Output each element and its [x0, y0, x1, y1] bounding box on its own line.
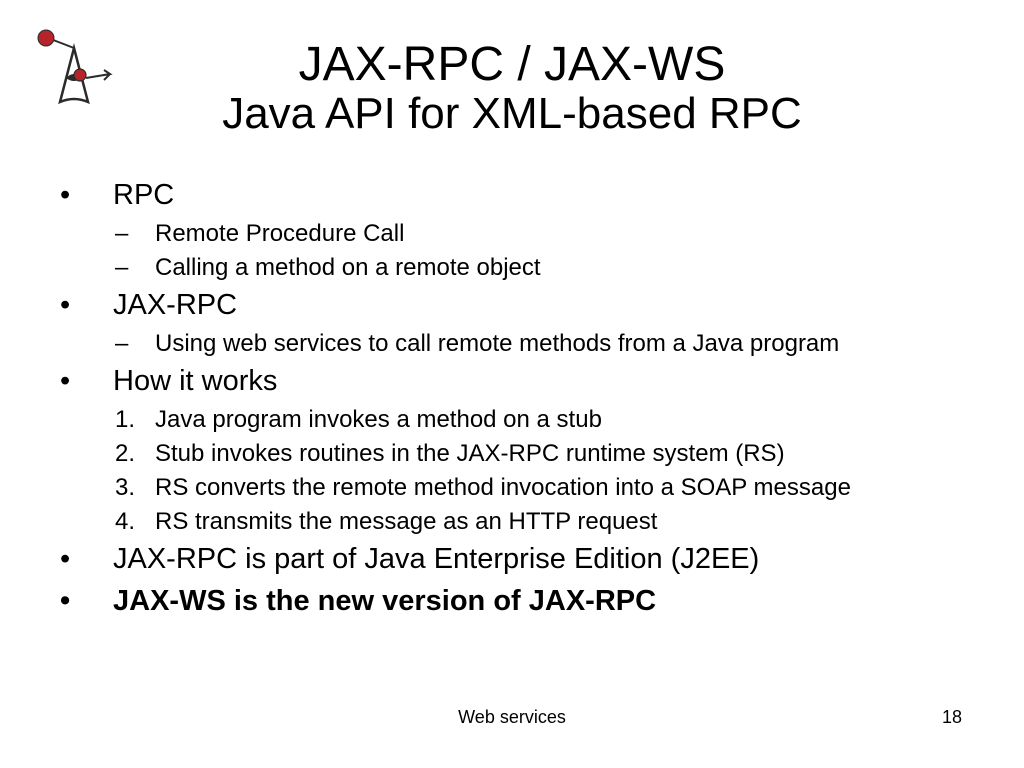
- bullet-marker: •: [60, 585, 71, 617]
- bullet-item: • JAX-RPC is part of Java Enterprise Edit…: [0, 542, 973, 576]
- bullet-marker: –: [115, 220, 129, 247]
- bullet-marker: 2.: [115, 440, 136, 467]
- sub-bullet-item: –Calling a method on a remote object: [0, 254, 895, 281]
- bullet-text: Java program invokes a method on a stub: [155, 406, 602, 433]
- bullet-item: • JAX-WS is the new version of JAX-RPC: [0, 584, 973, 618]
- sub-bullet-item: –Remote Procedure Call: [0, 220, 895, 247]
- bullet-text: RS transmits the message as an HTTP requ…: [155, 508, 658, 535]
- bullet-text: RPC: [113, 179, 175, 211]
- java-duke-icon: [37, 29, 113, 105]
- bullet-item: • JAX-RPC: [0, 288, 973, 322]
- bullet-text: Calling a method on a remote object: [155, 254, 541, 281]
- bullet-list: •RPC–Remote Procedure Call–Calling a met…: [0, 178, 1024, 626]
- bullet-text: JAX-RPC is part of Java Enterprise Editi…: [113, 543, 760, 575]
- bullet-marker: •: [60, 365, 71, 397]
- footer-text: Web services: [458, 707, 566, 727]
- sub-bullet-item: 3. RS converts the remote method invocati…: [0, 474, 895, 501]
- bullet-marker: –: [115, 330, 129, 357]
- sub-bullet-item: 4. RS transmits the message as an HTTP re…: [0, 508, 895, 535]
- bullet-text: Stub invokes routines in the JAX-RPC run…: [155, 440, 785, 467]
- bullet-marker: •: [60, 179, 71, 211]
- slide-title: JAX-RPC / JAX-WS Java API for XML-based …: [0, 38, 1024, 138]
- sub-bullet-item: –Using web services to call remote metho…: [0, 330, 895, 357]
- bullet-text: How it works: [113, 365, 278, 397]
- bullet-text: Using web services to call remote method…: [155, 330, 840, 357]
- bullet-text: JAX-WS is the new version of JAX-RPC: [113, 585, 657, 617]
- bullet-text: JAX-RPC: [113, 289, 238, 321]
- bullet-text: Remote Procedure Call: [155, 220, 405, 247]
- bullet-marker: 1.: [115, 406, 136, 433]
- title-line-2: Java API for XML-based RPC: [222, 89, 802, 138]
- bullet-marker: •: [60, 289, 71, 321]
- bullet-marker: 3.: [115, 474, 136, 501]
- bullet-item: • RPC: [0, 178, 973, 212]
- title-line-1: JAX-RPC / JAX-WS: [298, 38, 726, 91]
- page-number: 18: [941, 707, 962, 727]
- bullet-marker: 4.: [115, 508, 136, 535]
- bullet-item: • How it works: [0, 364, 973, 398]
- bullet-marker: •: [60, 543, 71, 575]
- sub-bullet-item: 2. Stub invokes routines in the JAX-RPC r…: [0, 440, 895, 467]
- bullet-marker: –: [115, 254, 129, 281]
- bullet-text: RS converts the remote method invocation…: [155, 474, 851, 501]
- sub-bullet-item: 1. Java program invokes a method on a stu…: [0, 406, 895, 433]
